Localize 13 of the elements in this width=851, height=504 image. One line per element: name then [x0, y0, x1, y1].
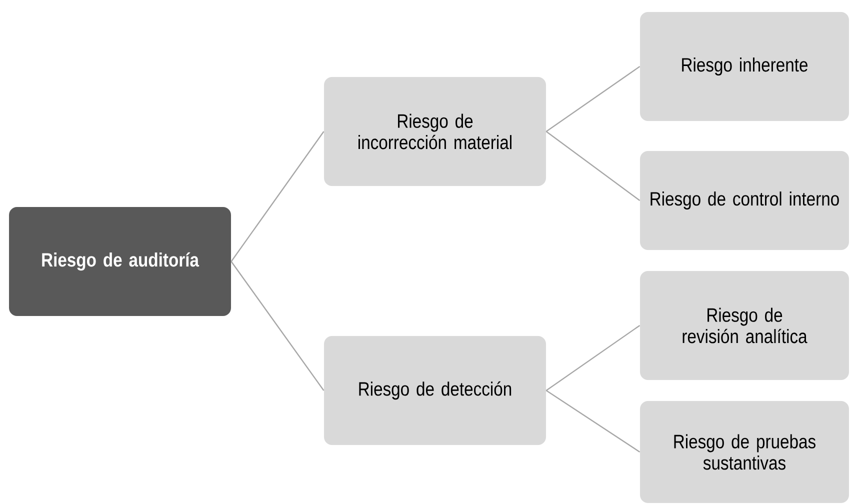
connector-line: [546, 66, 640, 132]
connector-line: [230, 131, 324, 262]
connector-line: [230, 261, 324, 391]
connector-line: [546, 390, 640, 452]
leaf-box: Riesgo de revisión analítica: [640, 270, 849, 380]
connector-line: [546, 324, 640, 391]
leaf-box: Riesgo de pruebas sustantivas: [640, 401, 849, 503]
root-box: Riesgo de auditoría: [9, 206, 231, 316]
branch-box: Riesgo de incorrección material: [324, 77, 546, 186]
leaf-box: Riesgo inherente: [640, 12, 849, 121]
connector-line: [546, 131, 640, 201]
leaf-box: Riesgo de control interno: [640, 151, 849, 250]
branch-box: Riesgo de detección: [324, 336, 546, 445]
